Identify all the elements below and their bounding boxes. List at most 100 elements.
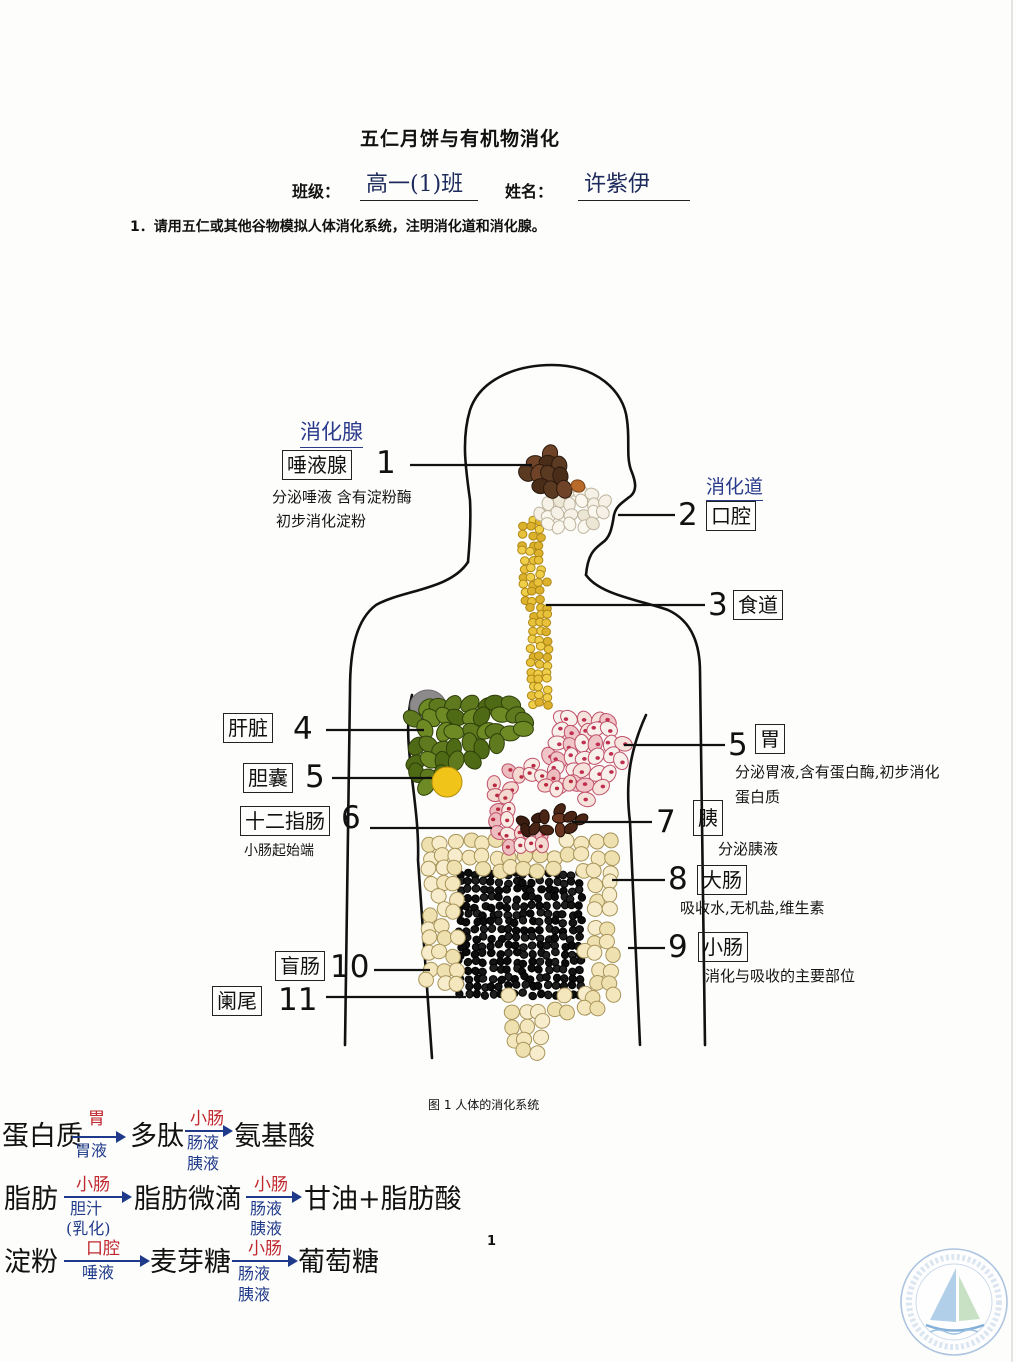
label-pancreas: 胰 [693, 800, 723, 836]
black-bean [488, 975, 498, 984]
bean-speckle [605, 717, 610, 722]
black-bean [542, 941, 552, 950]
black-bean [471, 894, 480, 904]
eq2-middle: 脂肪微滴 [134, 1184, 242, 1215]
black-bean [552, 973, 562, 983]
black-bean [544, 990, 553, 1000]
cream-bean [449, 929, 466, 946]
black-bean [577, 893, 587, 902]
black-bean [520, 926, 529, 935]
black-bean [535, 957, 545, 966]
millet [526, 563, 536, 573]
seal-hull [925, 1323, 985, 1332]
dark-grain [539, 809, 550, 825]
small-intestine-grains [454, 868, 587, 1001]
green-bean [473, 738, 490, 760]
black-bean [486, 941, 495, 951]
salivary-note-1: 分泌唾液 含有淀粉酶 [272, 488, 412, 506]
eq1-step2-juice-1: 肠液 [187, 1133, 220, 1152]
black-bean [463, 966, 473, 976]
black-bean [576, 956, 586, 965]
duodenum-note: 小肠起始端 [244, 843, 314, 859]
class-label: 班级： [292, 182, 341, 201]
label-number-8: 8 [668, 861, 688, 897]
eq2-step1-site: 小肠 [76, 1175, 110, 1195]
label-stomach: 胃 [755, 724, 785, 754]
cream-bean [587, 919, 604, 936]
black-bean [489, 963, 499, 973]
pink-bean [587, 747, 605, 765]
eq3-step2-juice-2: 胰液 [238, 1285, 271, 1304]
black-bean [511, 980, 521, 989]
millet [542, 693, 553, 703]
black-bean [521, 980, 531, 989]
eq2-step1-juice-2: (乳化) [66, 1219, 111, 1238]
cream-bean [475, 861, 492, 877]
black-bean [485, 877, 495, 886]
black-bean [504, 932, 513, 941]
black-bean [509, 918, 519, 928]
black-bean [550, 892, 559, 902]
cream-bean [445, 903, 461, 920]
cream-bean [461, 849, 478, 866]
black-bean [479, 924, 489, 934]
label-number-10: 10 [330, 949, 370, 985]
black-bean [471, 884, 481, 893]
bean-speckle [495, 793, 500, 798]
bean-speckle [504, 834, 509, 838]
white-seed [551, 520, 566, 535]
bean-speckle [608, 729, 613, 733]
label-liver: 肝脏 [223, 713, 273, 743]
eq2-start: 脂肪 [4, 1184, 58, 1215]
millet [534, 659, 545, 669]
cream-bean [529, 1045, 546, 1061]
black-bean [566, 876, 576, 886]
eq3-step1-juice: 唾液 [82, 1263, 115, 1282]
black-bean [470, 925, 480, 934]
millet [518, 521, 528, 531]
black-bean [561, 942, 571, 952]
eq3-arrow-2 [232, 1255, 298, 1267]
dark-grain [539, 824, 555, 836]
millet [534, 690, 544, 700]
cream-bean [585, 862, 602, 879]
black-bean [502, 885, 511, 894]
eq1-step2-juice-2: 胰液 [187, 1154, 220, 1173]
eq3-middle: 麦芽糖 [150, 1247, 231, 1278]
millet [533, 651, 544, 661]
millet [517, 529, 528, 539]
cream-bean [588, 833, 605, 850]
eq1-middle: 多肽 [130, 1121, 184, 1152]
black-bean [543, 980, 553, 990]
cream-bean [589, 1000, 606, 1017]
white-seed [574, 493, 589, 509]
cream-bean [559, 846, 576, 863]
cream-bean [448, 975, 465, 992]
cream-bean [603, 832, 619, 849]
green-bean [512, 720, 534, 737]
eq2-arrow-2 [246, 1191, 302, 1203]
black-bean [553, 877, 562, 887]
millet [533, 578, 544, 587]
esophagus-grains [517, 515, 554, 710]
large-intestine-note: 吸收水,无机盐,维生素 [680, 899, 825, 917]
black-bean [513, 884, 522, 893]
black-bean [494, 892, 503, 902]
black-bean [550, 933, 560, 943]
millet [543, 644, 554, 654]
black-bean [519, 943, 528, 952]
eq1-arrow-1 [72, 1131, 126, 1143]
cream-bean [418, 971, 434, 988]
black-bean [479, 931, 488, 941]
millet [542, 577, 552, 587]
black-bean [480, 991, 490, 1000]
seal-lettering-ring [906, 1254, 1002, 1350]
worksheet-title: 五仁月饼与有机物消化 [360, 128, 561, 150]
bean-speckle [496, 807, 501, 812]
cream-bean [545, 860, 562, 877]
bean-speckle [591, 725, 597, 730]
black-bean [528, 991, 538, 1001]
bean-speckle [609, 770, 614, 774]
label-number-5-gallbladder: 5 [305, 759, 325, 795]
bean-speckle [568, 753, 574, 758]
